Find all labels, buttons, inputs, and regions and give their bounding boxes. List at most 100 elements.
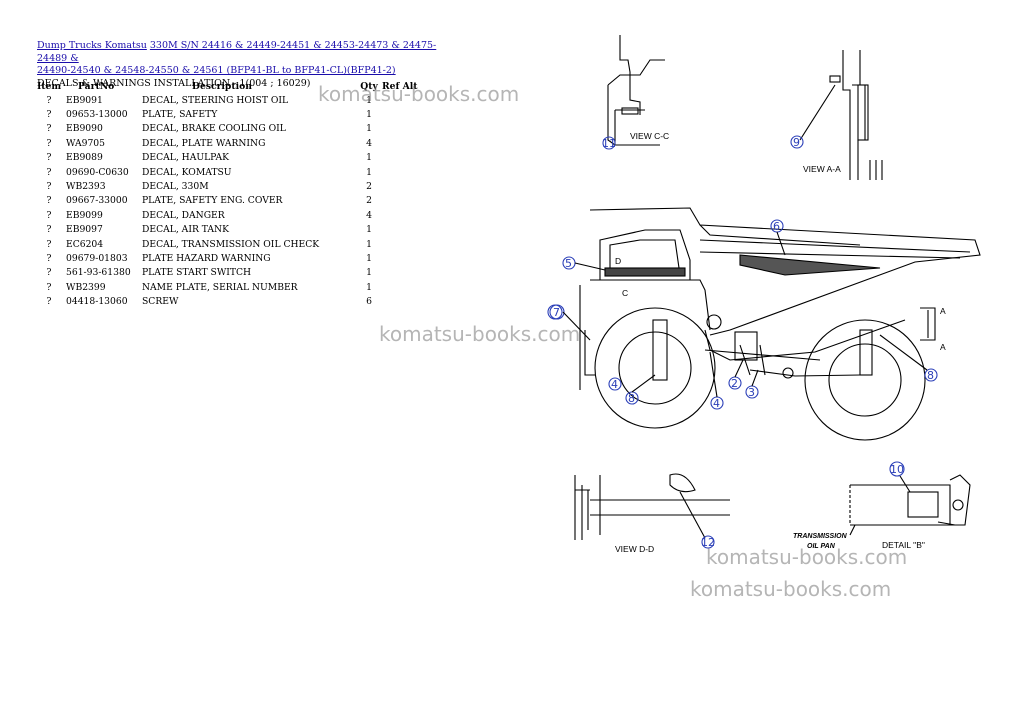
cell-ref-alt	[380, 151, 420, 165]
cell-qty: 1	[366, 281, 372, 293]
cell-partno: EB9090	[66, 123, 103, 135]
col-item: Item	[36, 81, 62, 92]
label-detail-b: DETAIL "B"	[882, 540, 925, 550]
cell-qty: 1	[366, 267, 372, 279]
cell-item: ?	[46, 109, 52, 121]
col-partno: PartNo	[78, 81, 115, 92]
callout-6: 6	[773, 220, 780, 233]
cell-description: DECAL, KOMATSU	[142, 166, 232, 178]
callout-10: 10	[890, 463, 904, 476]
cell-description: PLATE, SAFETY	[142, 109, 218, 121]
table-header-row: Item PartNo Description Qty Ref Alt	[36, 80, 420, 93]
cell-partno: 09679-01803	[66, 252, 128, 264]
cell-qty: 1	[366, 94, 372, 106]
parts-table: Item PartNo Description Qty Ref Alt ?EB9…	[36, 80, 420, 309]
cell-item: ?	[46, 181, 52, 193]
cell-ref-alt	[380, 223, 420, 237]
label-c: C	[622, 288, 628, 298]
cell-description: DECAL, BRAKE COOLING OIL	[142, 123, 286, 135]
cell-qty: 1	[366, 166, 372, 178]
callout-2: 2	[731, 377, 738, 390]
cell-item: ?	[46, 296, 52, 308]
model-link-continued[interactable]: 24490-24540 & 24548-24550 & 24561 (BFP41…	[37, 65, 396, 77]
callout-11: 11	[602, 137, 616, 150]
table-row: ? EB9090 DECAL, BRAKE COOLING OIL 1	[36, 122, 420, 136]
cell-item: ?	[46, 209, 52, 221]
cell-partno: 561-93-61380	[66, 267, 131, 279]
cell-qty: 1	[366, 152, 372, 164]
cell-partno: 09690-C0630	[66, 166, 129, 178]
cell-ref-alt	[380, 107, 420, 121]
view-dd: 12 VIEW D-D	[574, 473, 730, 554]
cell-item: ?	[46, 281, 52, 293]
model-link[interactable]: 330M S/N 24416 & 24449-24451 & 24453-244…	[37, 40, 437, 64]
cell-qty: 2	[366, 181, 372, 193]
cell-qty: 2	[366, 195, 372, 207]
cell-item: ?	[46, 166, 52, 178]
cell-partno: EC6204	[66, 238, 104, 250]
cell-qty: 6	[366, 296, 372, 308]
callout-8-left: 8	[628, 392, 635, 405]
cell-description: DECAL, AIR TANK	[142, 224, 229, 236]
cell-partno: EB9097	[66, 224, 103, 236]
table-row: ? 09653-13000 PLATE, SAFETY 1	[36, 107, 420, 121]
cell-ref-alt	[380, 266, 420, 280]
callout-4-left: 4	[611, 378, 618, 391]
cell-ref-alt	[380, 237, 420, 251]
label-d: D	[615, 256, 621, 266]
cell-partno: 09667-33000	[66, 195, 128, 207]
label-transmission: TRANSMISSION	[793, 533, 848, 540]
callout-12: 12	[701, 536, 715, 549]
watermark: komatsu-books.com	[690, 577, 892, 601]
decal-diagram: 11 VIEW C-C 9 VIEW A-A D C	[547, 35, 981, 554]
cell-description: DECAL, DANGER	[142, 209, 225, 221]
cell-item: ?	[46, 94, 52, 106]
label-oil-pan: OIL PAN	[807, 543, 836, 550]
table-row: ? WB2399 NAME PLATE, SERIAL NUMBER 1	[36, 280, 420, 294]
label-a-top: A	[940, 306, 946, 316]
cell-description: DECAL, TRANSMISSION OIL CHECK	[142, 238, 320, 250]
category-link[interactable]: Dump Trucks Komatsu	[37, 40, 147, 51]
view-aa: 9 VIEW A-A	[790, 50, 883, 180]
cell-partno: EB9099	[66, 209, 103, 221]
cell-ref-alt	[380, 136, 420, 150]
detail-b: 10 TRANSMISSION OIL PAN DETAIL "B"	[793, 461, 971, 550]
title-line-2: 24490-24540 & 24548-24550 & 24561 (BFP41…	[37, 65, 457, 78]
cell-qty: 1	[366, 252, 372, 264]
cell-item: ?	[46, 123, 52, 135]
cell-item: ?	[46, 224, 52, 236]
cell-item: ?	[46, 252, 52, 264]
watermark: komatsu-books.com	[706, 545, 908, 569]
cell-description: DECAL, 330M	[142, 181, 209, 193]
cell-ref-alt	[380, 194, 420, 208]
callout-4-center: 4	[713, 397, 720, 410]
cell-description: NAME PLATE, SERIAL NUMBER	[142, 281, 298, 293]
watermark: komatsu-books.com	[379, 322, 581, 346]
callout-8-right: 8	[927, 369, 934, 382]
view-cc: 11 VIEW C-C	[602, 35, 669, 150]
cell-partno: 09653-13000	[66, 109, 128, 121]
cell-qty: 1	[366, 123, 372, 135]
col-description: Description	[192, 81, 252, 92]
cell-item: ?	[46, 195, 52, 207]
cell-partno: WB2399	[66, 281, 106, 293]
cell-qty: 1	[366, 238, 372, 250]
cell-ref-alt	[380, 280, 420, 294]
document-header: Dump Trucks Komatsu 330M S/N 24416 & 244…	[37, 40, 457, 90]
cell-item: ?	[46, 238, 52, 250]
cell-ref-alt	[380, 179, 420, 193]
label-view-aa: VIEW A-A	[803, 164, 841, 174]
section-title: DECALS & WARNINGS INSTALLATION - 1(004 ;…	[37, 77, 311, 89]
cell-qty: 1	[366, 224, 372, 236]
cell-description: PLATE HAZARD WARNING	[142, 252, 271, 264]
label-a-bottom: A	[940, 342, 946, 352]
cell-partno: EB9089	[66, 152, 103, 164]
cell-qty: 1	[366, 109, 372, 121]
col-qty: Qty	[360, 81, 378, 92]
